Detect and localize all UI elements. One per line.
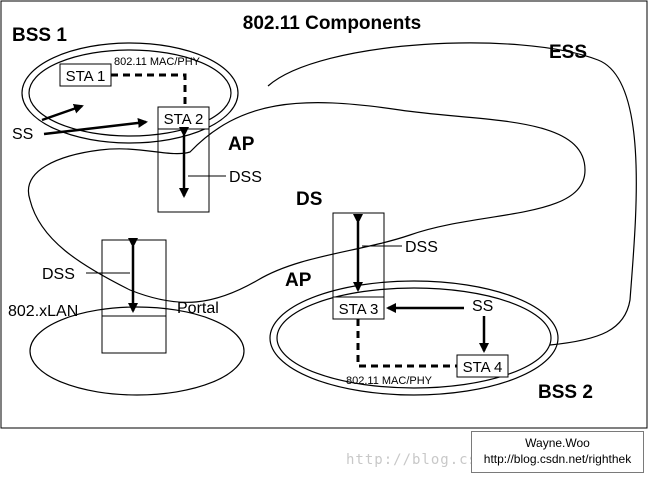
dss-top-label: DSS xyxy=(229,169,262,186)
svg-text:STA 1: STA 1 xyxy=(66,68,106,85)
mac-phy-link-bottom xyxy=(356,319,457,368)
credit-name: Wayne.Woo xyxy=(525,436,590,450)
svg-text:STA 2: STA 2 xyxy=(164,111,204,128)
credit-url: http://blog.csdn.net/righthek xyxy=(483,452,632,466)
ss-arrow-left-2 xyxy=(43,117,148,136)
bss1-inner-ellipse xyxy=(28,49,232,137)
ss-arrow-left-1 xyxy=(41,103,84,122)
bss2-outer-ellipse xyxy=(269,280,559,396)
ess-boundary xyxy=(267,42,637,346)
lan-ellipse xyxy=(29,306,245,396)
sta1-box: STA 1 xyxy=(59,63,112,87)
frame-border xyxy=(0,0,648,429)
ap-top-label: AP xyxy=(228,134,255,155)
ds-label: DS xyxy=(296,189,322,210)
dss-left-label: DSS xyxy=(42,266,75,283)
dss-mid-label: DSS xyxy=(405,239,438,256)
ess-label: ESS xyxy=(549,42,587,63)
mac-phy-link-top xyxy=(111,73,187,107)
bss1-label: BSS 1 xyxy=(12,25,67,46)
svg-text:STA 4: STA 4 xyxy=(463,359,503,376)
ds-boundary xyxy=(27,102,586,303)
sta3-box: STA 3 xyxy=(332,296,385,320)
lan-label: 802.xLAN xyxy=(8,303,78,320)
bss2-label: BSS 2 xyxy=(538,382,593,403)
ss-left-label: SS xyxy=(12,126,33,143)
credit-box: Wayne.Woo http://blog.csdn.net/righthek xyxy=(471,431,644,473)
svg-text:STA 3: STA 3 xyxy=(339,301,379,318)
bss2-inner-ellipse xyxy=(276,287,552,389)
mac-phy-bottom-label: 802.11 MAC/PHY xyxy=(346,375,433,387)
ap-bottom-label: AP xyxy=(285,270,312,291)
ss-right-label: SS xyxy=(472,298,493,315)
mac-phy-top-label: 802.11 MAC/PHY xyxy=(114,56,201,68)
sta4-box: STA 4 xyxy=(456,354,509,378)
sta2-box: STA 2 xyxy=(157,106,210,130)
bss1-outer-ellipse xyxy=(21,42,239,144)
diagram-title: 802.11 Components xyxy=(243,13,421,34)
portal-label: Portal xyxy=(177,300,219,317)
